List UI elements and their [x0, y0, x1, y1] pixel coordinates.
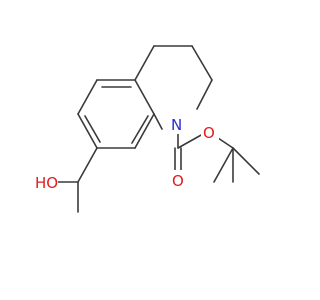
bond-layer: [55, 45, 260, 213]
carbonyl-oxygen-label-bg: [168, 170, 188, 190]
carbonyl-oxygen-label: O: [172, 172, 184, 190]
bond-ester-o: [177, 133, 204, 149]
bond-sat-1: [134, 45, 155, 81]
structure-drawing: N O O HO: [34, 45, 260, 213]
ester-oxygen-label: O: [203, 124, 215, 142]
bond-ring-6: [77, 79, 98, 115]
bond-ring-5: [77, 113, 98, 149]
bond-tbu-3: [232, 147, 260, 175]
bond-n-ring: [153, 113, 163, 130]
bond-aromatic-inner-3: [84, 115, 101, 143]
bond-c8-choh: [77, 147, 98, 183]
bond-ring-2: [134, 79, 155, 115]
ester-oxygen-label-bg: [201, 122, 219, 142]
bond-aromatic-inner-2: [131, 115, 149, 144]
atom-labels: N O O HO: [34, 114, 219, 193]
bond-tbu-2: [213, 147, 234, 183]
bond-ring-3: [134, 113, 155, 149]
bond-sat-3: [191, 45, 213, 81]
hydroxyl-label: HO: [35, 174, 58, 192]
nitrogen-label: N: [171, 116, 182, 134]
bond-sat-4: [196, 79, 213, 110]
nitrogen-label-bg: [168, 114, 186, 134]
hydroxyl-label-bg: [34, 173, 58, 193]
